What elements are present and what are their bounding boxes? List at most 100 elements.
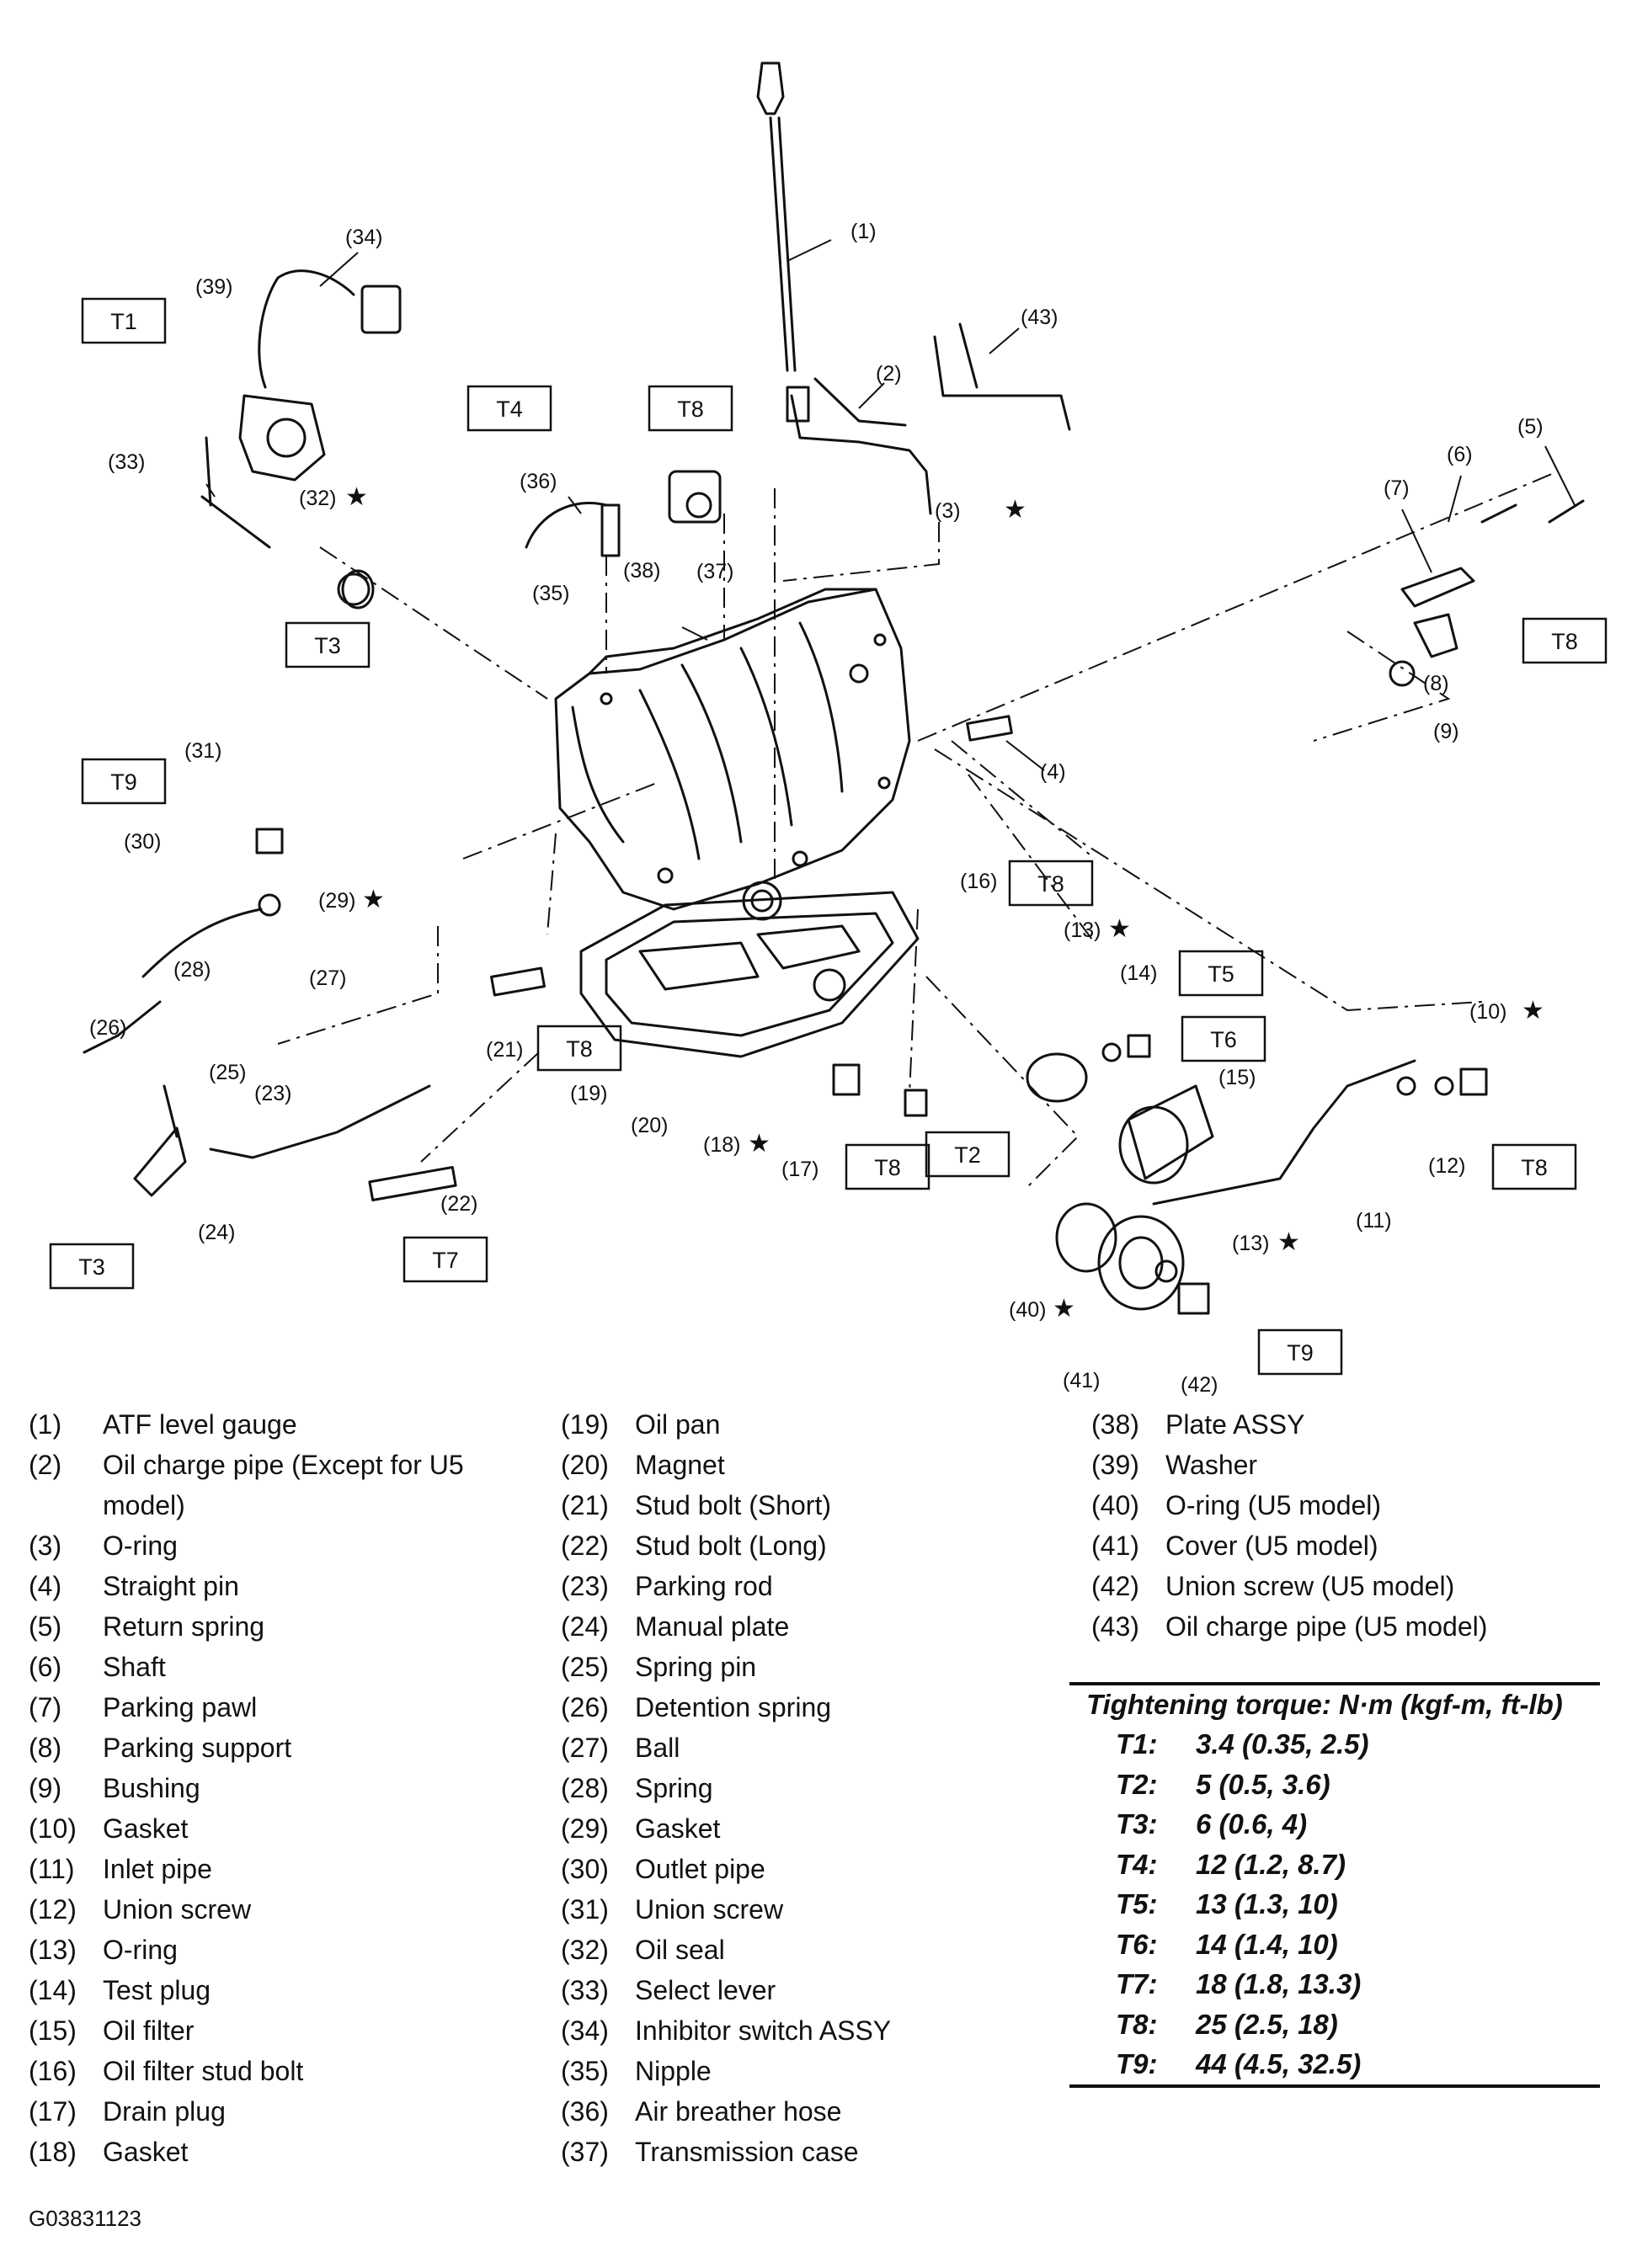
part-row: (36)Air breather hose bbox=[561, 2096, 842, 2127]
part-row: (38)Plate ASSY bbox=[1091, 1409, 1305, 1440]
part-row: (29)Gasket bbox=[561, 1813, 721, 1844]
tag-t1: T1 bbox=[110, 309, 137, 334]
callout-39: (39) bbox=[195, 275, 232, 299]
callout-8: (8) bbox=[1423, 672, 1449, 695]
torque-legend: Tightening torque: N·m (kgf-m, ft-lb) T1… bbox=[1069, 1682, 1600, 2088]
callout-40: (40) bbox=[1009, 1298, 1046, 1322]
tag-t7: T7 bbox=[432, 1248, 459, 1273]
callout-6: (6) bbox=[1447, 443, 1473, 466]
part-row: (11)Inlet pipe bbox=[29, 1854, 212, 1884]
callout-17: (17) bbox=[781, 1158, 818, 1181]
callout-31: (31) bbox=[184, 739, 221, 763]
callout-25: (25) bbox=[209, 1061, 246, 1084]
torque-row: T8:25 (2.5, 18) bbox=[1116, 2008, 1338, 2040]
tag-t3: T3 bbox=[314, 633, 341, 658]
exploded-parts-diagram: T1 T4 T8 T8 T3 T9 T8 T5 T6 T8 T8 T2 T8 T… bbox=[49, 61, 1608, 1397]
callout-1: (1) bbox=[850, 220, 877, 243]
tag-t8: T8 bbox=[677, 397, 704, 422]
part-row: (14)Test plug bbox=[29, 1975, 211, 2005]
part-row: (34)Inhibitor switch ASSY bbox=[561, 2015, 892, 2046]
star-13a: ★ bbox=[1108, 915, 1131, 943]
callout-22: (22) bbox=[440, 1192, 477, 1216]
part-row: (42)Union screw (U5 model) bbox=[1091, 1571, 1455, 1601]
callout-38: (38) bbox=[623, 559, 660, 583]
torque-row: T6:14 (1.4, 10) bbox=[1116, 1928, 1338, 1960]
callout-5: (5) bbox=[1517, 415, 1544, 439]
callout-23: (23) bbox=[254, 1082, 291, 1105]
parts-list-col-1: (1)ATF level gauge (2)Oil charge pipe (E… bbox=[29, 1404, 464, 2172]
oil-pan-drawing bbox=[579, 891, 920, 1058]
part-row: (1)ATF level gauge bbox=[29, 1409, 297, 1440]
star-32: ★ bbox=[345, 483, 368, 511]
part-row: (24)Manual plate bbox=[561, 1611, 790, 1642]
part-row: (37)Transmission case bbox=[561, 2137, 859, 2167]
callout-34: (34) bbox=[345, 226, 382, 249]
callout-37: (37) bbox=[696, 560, 733, 583]
callout-15: (15) bbox=[1218, 1066, 1256, 1089]
part-row: (19)Oil pan bbox=[561, 1409, 721, 1440]
callout-29: (29) bbox=[318, 889, 355, 913]
tag-t8: T8 bbox=[1521, 1155, 1548, 1180]
callout-14: (14) bbox=[1120, 961, 1157, 985]
tag-t8: T8 bbox=[566, 1036, 593, 1062]
oil-charge-pipe-drawing bbox=[790, 394, 932, 515]
part-row: (30)Outlet pipe bbox=[561, 1854, 765, 1884]
callout-35: (35) bbox=[532, 582, 569, 605]
part-row: (12)Union screw bbox=[29, 1894, 252, 1925]
part-row: (16)Oil filter stud bolt bbox=[29, 2056, 304, 2086]
callout-43: (43) bbox=[1021, 306, 1058, 329]
callout-32: (32) bbox=[299, 487, 336, 510]
callout-21: (21) bbox=[486, 1038, 523, 1062]
star-13b: ★ bbox=[1277, 1228, 1300, 1256]
oil-charge-pipe-u5-drawing bbox=[933, 335, 1071, 431]
part-row-continued: model) bbox=[103, 1490, 185, 1520]
tag-t9: T9 bbox=[1287, 1340, 1314, 1366]
torque-tag-labels: T1 T4 T8 T8 T3 T9 T8 T5 T6 T8 T8 T2 T8 T… bbox=[78, 309, 1578, 1366]
callout-26: (26) bbox=[89, 1016, 126, 1040]
tag-t5: T5 bbox=[1208, 961, 1234, 987]
part-row: (31)Union screw bbox=[561, 1894, 784, 1925]
part-row: (5)Return spring bbox=[29, 1611, 265, 1642]
tag-t8: T8 bbox=[874, 1155, 901, 1180]
part-row: (33)Select lever bbox=[561, 1975, 776, 2005]
part-row: (35)Nipple bbox=[561, 2056, 712, 2086]
parts-list-col-3: (38)Plate ASSY (39)Washer (40)O-ring (U5… bbox=[1091, 1404, 1487, 1647]
callout-41: (41) bbox=[1063, 1369, 1100, 1392]
callout-10: (10) bbox=[1469, 1000, 1506, 1024]
parking-rod-drawing bbox=[209, 1084, 431, 1159]
transmission-case-drawing bbox=[554, 588, 911, 921]
star-29: ★ bbox=[362, 886, 385, 913]
tag-t4: T4 bbox=[496, 397, 523, 422]
callout-2: (2) bbox=[876, 362, 902, 386]
part-row: (20)Magnet bbox=[561, 1450, 725, 1480]
legend-top-rule bbox=[1069, 1682, 1600, 1685]
part-row: (27)Ball bbox=[561, 1733, 680, 1763]
part-row: (39)Washer bbox=[1091, 1450, 1258, 1480]
part-row: (4)Straight pin bbox=[29, 1571, 239, 1601]
tag-t6: T6 bbox=[1210, 1027, 1237, 1052]
part-row: (6)Shaft bbox=[29, 1652, 166, 1682]
callout-9: (9) bbox=[1433, 720, 1459, 743]
star-40: ★ bbox=[1053, 1295, 1075, 1323]
part-row: (25)Spring pin bbox=[561, 1652, 757, 1682]
torque-row: T3:6 (0.6, 4) bbox=[1116, 1808, 1308, 1839]
inlet-pipe-drawing bbox=[1152, 1059, 1416, 1206]
part-row: (23)Parking rod bbox=[561, 1571, 773, 1601]
figure-id: G03831123 bbox=[29, 2206, 141, 2231]
torque-tag-boxes bbox=[49, 297, 1608, 1376]
callout-13a: (13) bbox=[1064, 918, 1101, 942]
torque-row: T7:18 (1.8, 13.3) bbox=[1116, 1968, 1362, 1999]
callout-30: (30) bbox=[124, 830, 161, 854]
atf-gauge-drawing bbox=[756, 61, 797, 372]
part-row: (7)Parking pawl bbox=[29, 1692, 258, 1722]
part-row: (3)O-ring bbox=[29, 1531, 178, 1561]
part-row: (18)Gasket bbox=[29, 2137, 189, 2167]
part-row: (28)Spring bbox=[561, 1773, 713, 1803]
callout-12: (12) bbox=[1428, 1154, 1465, 1178]
inhibitor-switch-drawing bbox=[238, 269, 402, 482]
torque-row: T5:13 (1.3, 10) bbox=[1116, 1888, 1338, 1919]
legend-bottom-rule bbox=[1069, 2084, 1600, 2088]
callout-19: (19) bbox=[570, 1082, 607, 1105]
callout-11: (11) bbox=[1356, 1209, 1392, 1232]
part-row: (21)Stud bolt (Short) bbox=[561, 1490, 831, 1520]
